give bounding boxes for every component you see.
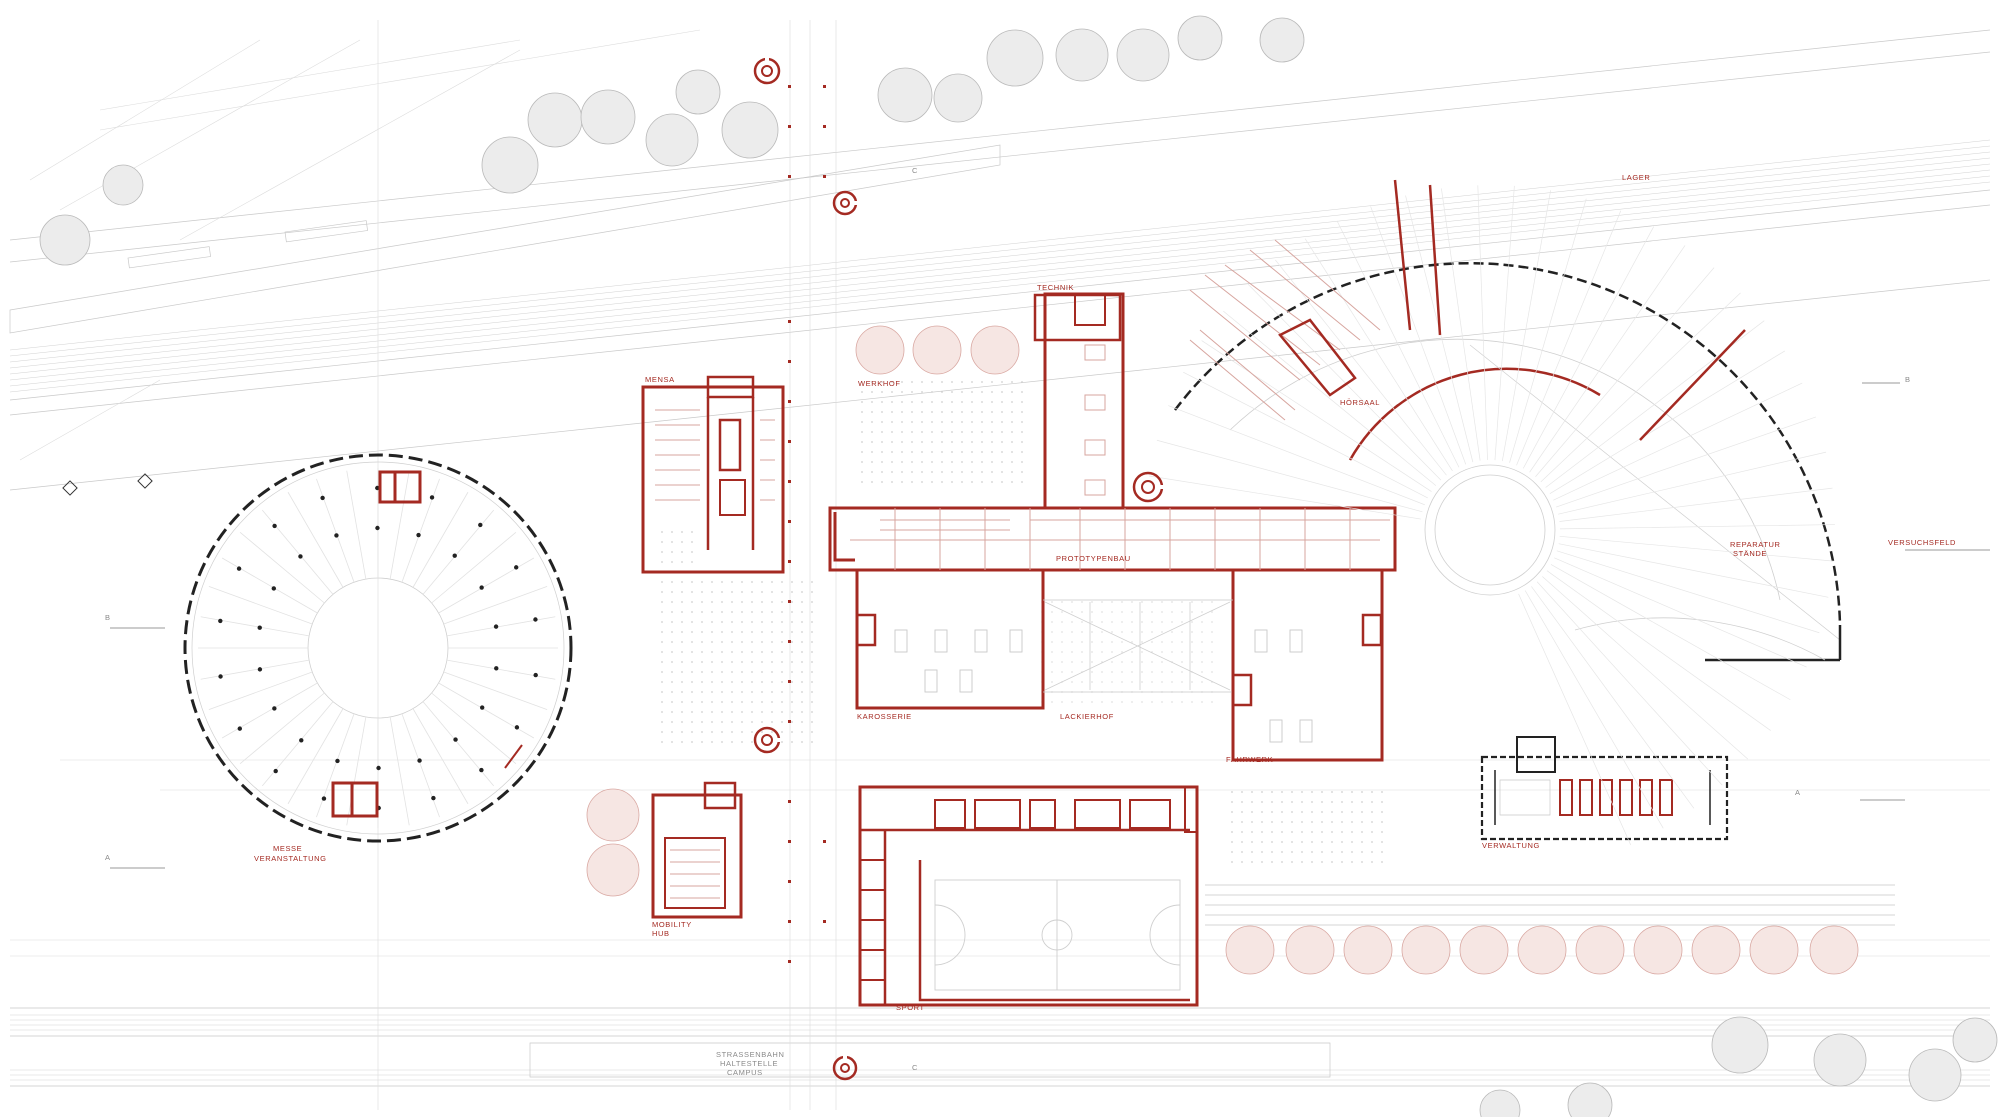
prototypenbau-building — [828, 292, 1397, 762]
label-messe: MESSE — [273, 844, 302, 853]
label-verwaltung: VERWALTUNG — [1482, 841, 1540, 850]
section-b-left: B — [105, 613, 111, 622]
ring-spokes — [1149, 185, 1835, 846]
messe-rotunda — [62, 453, 573, 843]
label-veranstaltung: VERANSTALTUNG — [254, 854, 327, 863]
section-b-right: B — [1905, 375, 1911, 384]
lower-railway — [10, 1007, 1990, 1087]
label-lackierhof: LACKIERHOF — [1060, 712, 1114, 721]
messe-stair-bottom — [331, 781, 379, 818]
stop-marker-icon — [753, 57, 781, 85]
label-versuchsfeld: VERSUCHSFELD — [1888, 538, 1956, 547]
label-prototypenbau: PROTOTYPENBAU — [1056, 554, 1131, 563]
sport-building — [858, 785, 1199, 1007]
label-mensa: MENSA — [645, 375, 675, 384]
section-c-bottom: C — [912, 1063, 918, 1072]
plazas — [655, 380, 1385, 870]
label-lager: LAGER — [1622, 173, 1650, 182]
messe-stair-top — [378, 470, 422, 504]
label-strassenbahn: STRASSENBAHN — [716, 1050, 784, 1059]
label-staende: STÄNDE — [1733, 549, 1767, 558]
label-campus: CAMPUS — [727, 1068, 763, 1077]
tram-stop-icons — [753, 57, 1164, 1081]
mobility-hub-building — [651, 781, 743, 919]
section-a-right: A — [1795, 788, 1801, 797]
label-werkhof: WERKHOF — [858, 379, 901, 388]
label-fahrwerk: FAHRWERK — [1226, 755, 1273, 764]
stop-marker-icon — [832, 190, 859, 216]
label-sport: SPORT — [896, 1003, 925, 1012]
label-technik: TECHNIK — [1037, 283, 1074, 292]
axis-ticks — [788, 85, 826, 963]
section-a-left: A — [105, 853, 111, 862]
label-karosserie: KAROSSERIE — [857, 712, 912, 721]
label-hoersaal: HÖRSAAL — [1340, 398, 1380, 407]
label-hub: HUB — [652, 929, 670, 938]
verwaltung-building — [1480, 736, 1729, 841]
mensa-building — [641, 375, 785, 574]
messe-columns — [218, 485, 538, 811]
section-marks — [110, 382, 1990, 869]
ring-hall — [1149, 179, 1842, 846]
trees — [39, 15, 1998, 1117]
label-mobility: MOBILITY — [652, 920, 692, 929]
stop-marker-icon — [753, 726, 781, 754]
label-haltestelle: HALTESTELLE — [720, 1059, 778, 1068]
section-c-top: C — [912, 166, 918, 175]
stop-marker-icon — [832, 1055, 858, 1081]
labels: B A B A C C MENSA WERKHOF TECHNIK PROTOT… — [105, 166, 1956, 1077]
stop-marker-icon — [1132, 471, 1164, 503]
label-reparatur: REPARATUR — [1730, 540, 1781, 549]
